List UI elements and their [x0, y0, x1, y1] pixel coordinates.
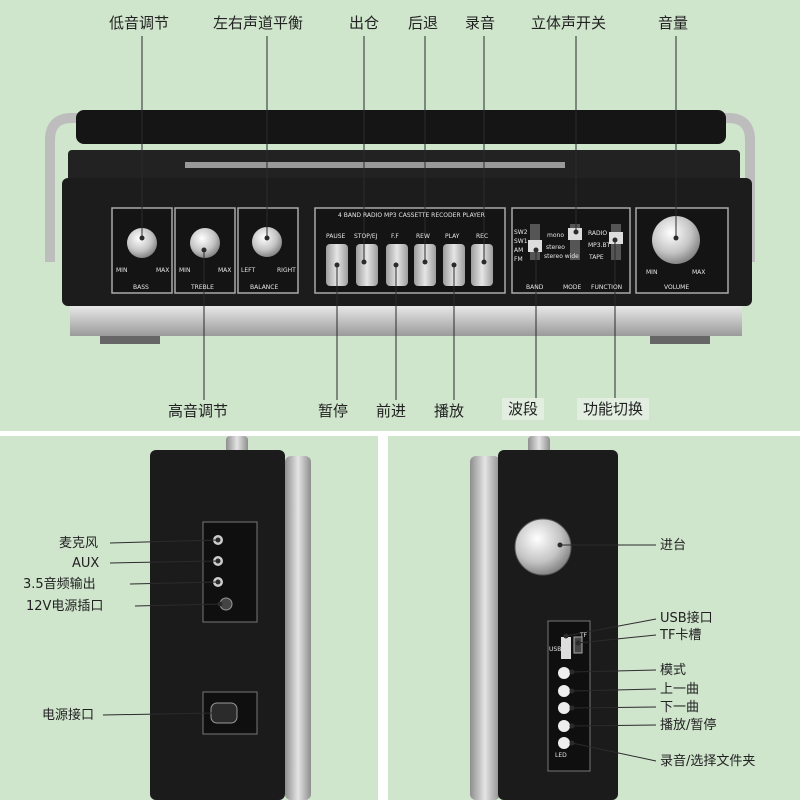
side-silver-trim — [285, 456, 311, 800]
label-eject: 出仓 — [349, 14, 380, 32]
label-prev: 上一曲 — [660, 682, 700, 697]
key-ff-caption: F.F — [391, 233, 399, 240]
tf-caption: TF — [580, 632, 588, 639]
front-view-illustration — [45, 36, 755, 400]
band-caption: BAND — [526, 284, 544, 291]
front-view-panel: 4 BAND RADIO MP3 CASSETTE RECODER PLAYER… — [0, 0, 800, 431]
label-mic: 麦克风 — [59, 536, 99, 551]
band-sw1: SW1 — [514, 238, 528, 245]
antenna — [185, 162, 565, 168]
side-body — [150, 450, 285, 800]
label-pause: 暂停 — [318, 402, 349, 420]
label-power: 电源接口 — [42, 708, 95, 723]
cassette-title: 4 BAND RADIO MP3 CASSETTE RECODER PLAYER — [338, 212, 485, 219]
band-fm: FM — [514, 256, 523, 263]
label-band: 波段 — [502, 398, 545, 420]
treble-max: MAX — [218, 267, 232, 274]
label-audio-out: 3.5音频输出 — [23, 577, 96, 592]
label-record: 录音 — [465, 14, 496, 32]
right-side-illustration — [470, 436, 657, 800]
balance-right: RIGHT — [277, 267, 296, 274]
label-tf: TF卡槽 — [660, 628, 702, 643]
bass-min: MIN — [116, 267, 128, 274]
mode-stereo-wide: stereo wide — [544, 253, 579, 260]
label-play: 播放 — [434, 402, 465, 420]
label-aux: AUX — [72, 556, 100, 571]
left-side-illustration — [102, 436, 311, 800]
label-mode: 模式 — [660, 663, 687, 678]
function-caption: FUNCTION — [591, 284, 623, 291]
usb-caption: USB — [549, 646, 562, 653]
tray-knob — [514, 518, 572, 576]
mode-stereo: stereo — [546, 244, 565, 251]
label-stereo: 立体声开关 — [531, 14, 607, 32]
treble-knob — [190, 228, 220, 258]
right-side-view-panel: USB TF LED 进台 USB接口 TF卡槽 模式 上一曲 下一曲 播放/暂… — [388, 436, 800, 800]
volume-min: MIN — [646, 269, 658, 276]
bass-knob — [127, 228, 157, 258]
balance-left: LEFT — [241, 267, 256, 274]
label-function: 功能切换 — [577, 398, 650, 420]
label-next: 下一曲 — [660, 700, 700, 715]
mode-caption: MODE — [563, 284, 582, 291]
function-mp3bt: MP3.BT — [588, 242, 611, 249]
key-rec-caption: REC — [476, 233, 489, 240]
mode-mono: mono — [547, 232, 564, 239]
label-dc-in: 12V电源插口 — [26, 599, 104, 614]
band-am: AM — [514, 247, 524, 254]
label-rec-folder: 录音/选择文件夹 — [660, 754, 756, 769]
left-side-view-panel: 麦克风 AUX 3.5音频输出 12V电源插口 电源接口 — [0, 436, 378, 800]
label-usb: USB接口 — [660, 611, 713, 626]
label-balance: 左右声道平衡 — [213, 14, 304, 32]
band-switch — [528, 240, 542, 252]
treble-caption: TREBLE — [191, 284, 214, 291]
function-tape: TAPE — [589, 254, 604, 261]
label-treble: 高音调节 — [168, 402, 229, 420]
usb-port — [561, 637, 571, 659]
silver-base — [70, 306, 742, 336]
function-radio: RADIO — [588, 230, 608, 237]
bass-caption: BASS — [133, 284, 149, 291]
key-stop-caption: STOP/EJ — [354, 233, 378, 240]
carry-handle — [76, 110, 726, 144]
bass-max: MAX — [156, 267, 170, 274]
key-pause-caption: PAUSE — [326, 233, 346, 240]
side-buttons — [558, 667, 570, 749]
label-forward: 前进 — [376, 402, 407, 420]
volume-caption: VOLUME — [664, 284, 690, 291]
label-tray: 进台 — [660, 538, 687, 553]
label-bass: 低音调节 — [109, 14, 170, 32]
side-silver-trim — [470, 456, 500, 800]
volume-max: MAX — [692, 269, 706, 276]
label-rewind: 后退 — [408, 14, 439, 32]
key-rew-caption: REW — [416, 233, 430, 240]
key-play-caption: PLAY — [445, 233, 460, 240]
label-play-pause: 播放/暂停 — [660, 718, 717, 733]
balance-caption: BALANCE — [250, 284, 279, 291]
treble-min: MIN — [179, 267, 191, 274]
label-volume: 音量 — [658, 14, 689, 32]
band-sw2: SW2 — [514, 229, 528, 236]
balance-knob — [252, 227, 282, 257]
led-caption: LED — [555, 752, 567, 759]
